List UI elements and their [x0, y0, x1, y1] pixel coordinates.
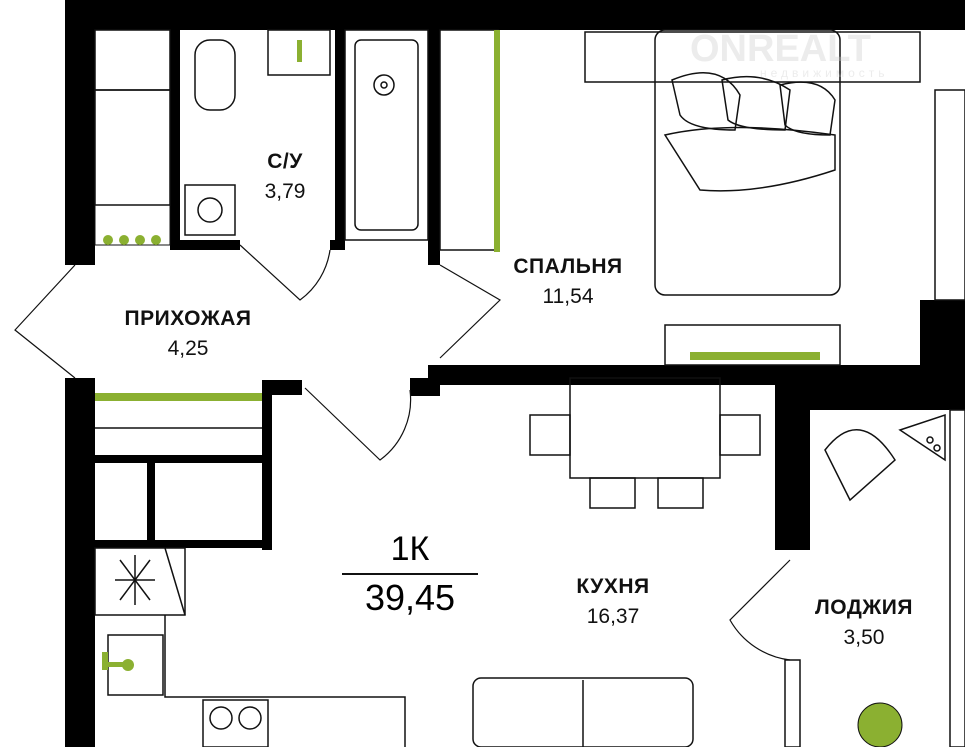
bathroom-fixtures [184, 29, 429, 241]
room-hallway: ПРИХОЖАЯ 4,25 [125, 307, 252, 361]
room-area: 11,54 [542, 285, 594, 308]
room-loggia: ЛОДЖИЯ 3,50 [815, 596, 913, 650]
room-name: С/У [267, 150, 303, 173]
total-area: 39,45 [364, 577, 456, 618]
doors [14, 244, 791, 661]
accent-rails [95, 30, 820, 401]
room-bedroom: СПАЛЬНЯ 11,54 [513, 255, 622, 309]
room-area: 3,79 [264, 180, 306, 203]
room-area: 3,50 [843, 626, 885, 649]
faucet [102, 652, 134, 671]
divider [342, 573, 478, 575]
watermark-brand: ONREALT [690, 28, 871, 70]
apartment-summary: 1К 39,45 [342, 530, 478, 619]
walls [65, 0, 965, 747]
apartment-type: 1К [390, 530, 430, 568]
room-name: ЛОДЖИЯ [815, 596, 913, 619]
room-name: ПРИХОЖАЯ [124, 307, 252, 330]
room-kitchen: КУХНЯ 16,37 [576, 575, 649, 629]
shoe-rack [94, 204, 171, 246]
room-name: СПАЛЬНЯ [513, 255, 623, 278]
room-area: 4,25 [167, 337, 209, 360]
plant-icon [857, 702, 903, 747]
watermark-tagline: недвижимость [760, 66, 889, 80]
room-bathroom: С/У 3,79 [265, 150, 306, 204]
kitchen-furniture [94, 377, 761, 747]
bed [584, 29, 965, 366]
room-area: 16,37 [586, 605, 640, 628]
room-name: КУХНЯ [576, 575, 650, 598]
loggia-furniture [784, 409, 965, 747]
